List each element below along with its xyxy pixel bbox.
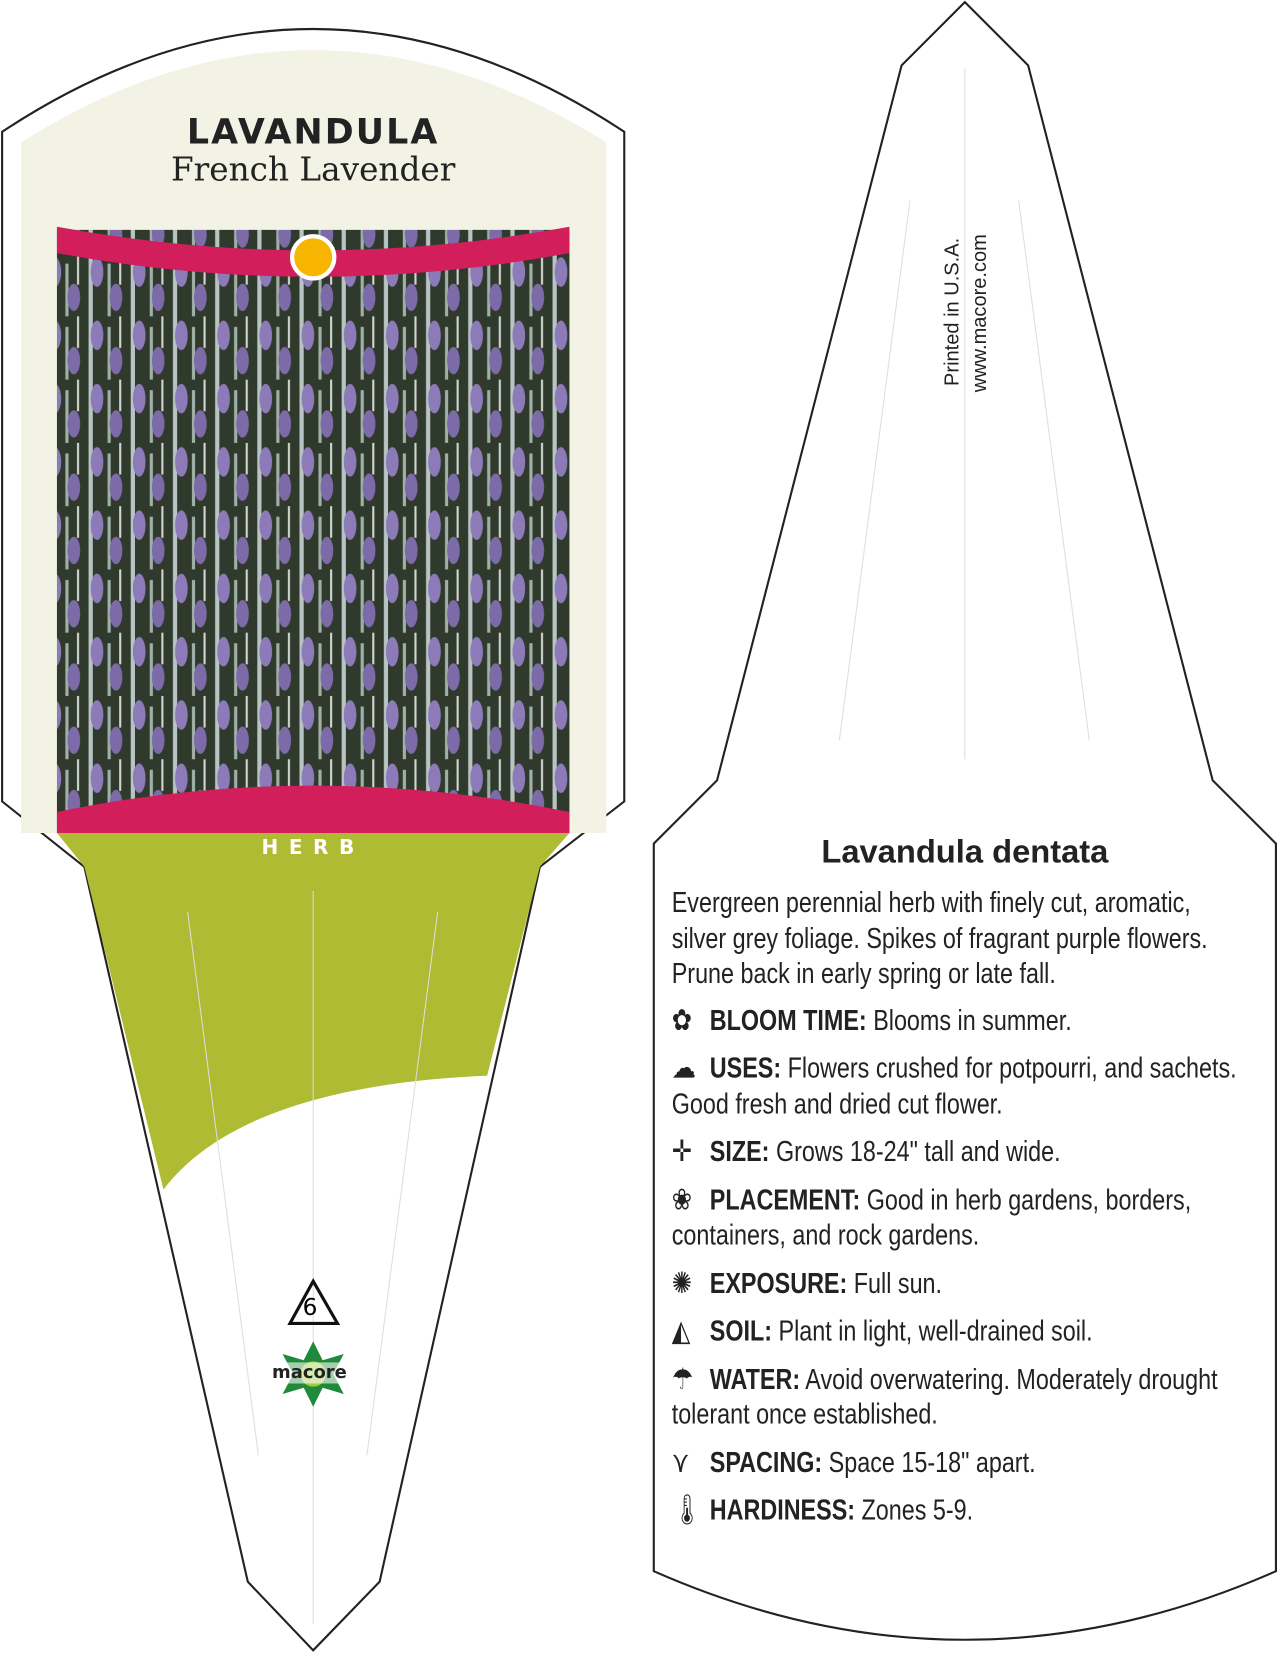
attribute-label: EXPOSURE: — [709, 1266, 848, 1299]
attribute-label: HARDINESS: — [709, 1494, 856, 1526]
print-note: Printed in U.S.A. — [941, 237, 964, 386]
attribute-label: PLACEMENT: — [709, 1183, 861, 1216]
attribute-placement: ❀ PLACEMENT: Good in herb gardens, border… — [672, 1182, 1251, 1254]
size-arrows-icon: ✛ — [671, 1134, 693, 1168]
attribute-spacing: ⋎ SPACING: Space 15-18" apart. — [672, 1444, 1251, 1480]
attribute-text: Avoid overwatering. Moderately drought t… — [671, 1362, 1218, 1430]
attribute-uses: ☁ USES: Flowers crushed for potpourri, an… — [672, 1050, 1251, 1122]
attribute-exposure: ✺ EXPOSURE: Full sun. — [672, 1265, 1251, 1301]
attribute-label: SPACING: — [709, 1446, 823, 1478]
attribute-text: Plant in light, well-drained soil. — [778, 1314, 1093, 1347]
attribute-size: ✛ SIZE: Grows 18-24" tall and wide. — [672, 1134, 1251, 1170]
attribute-text: Blooms in summer. — [873, 1004, 1072, 1037]
attribute-text: Space 15-18" apart. — [828, 1446, 1036, 1478]
attribute-bloom-time: ✿ BLOOM TIME: Blooms in summer. — [672, 1002, 1251, 1038]
attribute-text: Flowers crushed for potpourri, and sache… — [671, 1052, 1237, 1120]
common-name: French Lavender — [170, 150, 456, 189]
logo-text: macore — [272, 1362, 347, 1384]
thermometer-icon: 🌡 — [671, 1493, 703, 1526]
attribute-label: WATER: — [709, 1362, 801, 1395]
description: Evergreen perennial herb with finely cut… — [671, 886, 1208, 990]
website: www.macore.com — [969, 234, 992, 393]
plant-info: Evergreen perennial herb with finely cut… — [672, 886, 1251, 1540]
sun-icon: ✺ — [671, 1265, 693, 1299]
plants-icon: ❀ — [671, 1182, 693, 1216]
category-label: HERB — [261, 836, 365, 860]
attribute-text: Full sun. — [853, 1266, 943, 1299]
attribute-text: Good in herb gardens, borders, container… — [671, 1183, 1192, 1251]
recycle-icon — [287, 1277, 341, 1325]
recycle-code: 6 — [302, 1294, 318, 1322]
flower-icon: ✿ — [671, 1003, 693, 1037]
sun-marker — [289, 234, 337, 281]
attribute-label: USES: — [709, 1052, 782, 1085]
attribute-label: BLOOM TIME: — [709, 1004, 867, 1037]
birds-icon: ⋎ — [671, 1445, 690, 1478]
watering-can-icon: ☂ — [671, 1361, 694, 1395]
plant-photo — [56, 229, 570, 831]
attribute-text: Zones 5-9. — [861, 1494, 974, 1526]
attribute-label: SOIL: — [709, 1314, 773, 1347]
attribute-text: Grows 18-24" tall and wide. — [775, 1135, 1061, 1168]
attribute-label: SIZE: — [709, 1135, 770, 1168]
botanical-name: Lavandula dentata — [821, 833, 1109, 870]
attribute-water: ☂ WATER: Avoid overwatering. Moderately d… — [672, 1361, 1251, 1433]
genus-heading: LAVANDULA — [186, 110, 440, 152]
back-tag-outline — [652, 0, 1277, 1641]
attribute-hardiness: 🌡HARDINESS: Zones 5-9. — [672, 1492, 1251, 1528]
soil-icon: ◭ — [671, 1313, 691, 1347]
attribute-soil: ◭ SOIL: Plant in light, well-drained soil… — [672, 1313, 1251, 1349]
chef-hat-icon: ☁ — [671, 1051, 696, 1085]
